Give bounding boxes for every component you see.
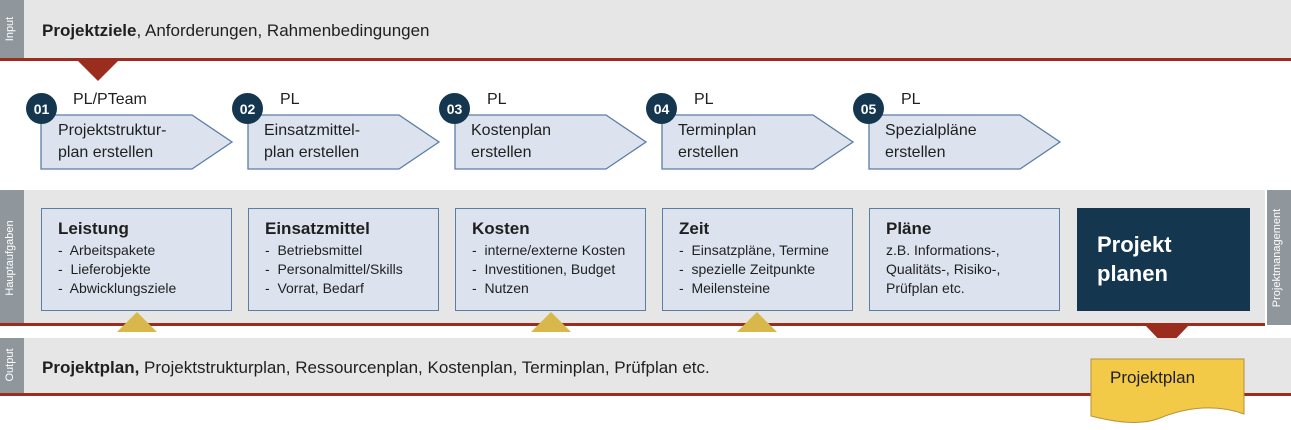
- card-title: Leistung: [58, 219, 129, 238]
- summary-line1: Projekt: [1097, 232, 1172, 257]
- card-list: interne/externe Kosten Investitionen, Bu…: [472, 241, 645, 298]
- input-text: Projektziele, Anforderungen, Rahmenbedin…: [42, 21, 430, 41]
- card-item: Personalmittel/Skills: [265, 260, 438, 279]
- step-number-badge: 05: [853, 93, 884, 124]
- input-title-rest: , Anforderungen, Rahmenbedingungen: [136, 21, 430, 40]
- card-title: Zeit: [679, 219, 710, 238]
- step-role: PL: [901, 91, 921, 108]
- card-item: Qualitäts-, Risiko-,: [886, 261, 1001, 277]
- output-title-bold: Projektplan,: [42, 358, 140, 377]
- card-item: Vorrat, Bedarf: [265, 279, 438, 298]
- input-title-bold: Projektziele: [42, 21, 137, 40]
- management-side-bar: [1267, 190, 1291, 325]
- step-label-line2: plan erstellen: [264, 144, 360, 161]
- tasks-side-bar: [0, 190, 24, 325]
- step-label-line2: erstellen: [471, 144, 532, 161]
- output-divider: [0, 393, 1291, 396]
- step-number-badge: 04: [646, 93, 677, 124]
- output-title-rest: Projektstrukturplan, Ressourcenplan, Kos…: [139, 358, 710, 377]
- document-icon: [1090, 358, 1245, 423]
- step-label-line1: Kostenplan: [471, 122, 552, 139]
- step-label-line1: Projektstruktur-: [58, 122, 167, 139]
- summary-box: Projekt planen: [1077, 208, 1250, 311]
- card-item: Arbeitspakete: [58, 241, 231, 260]
- step-label-line1: Spezialpläne: [885, 122, 977, 139]
- step-arrow: [868, 114, 1062, 170]
- step-arrow: [247, 114, 441, 170]
- input-side-label: Input: [4, 16, 16, 42]
- card-leistung: Leistung Arbeitspakete Lieferobjekte Abw…: [41, 208, 232, 311]
- step-number-badge: 01: [26, 93, 57, 124]
- step-label-line2: plan erstellen: [58, 144, 154, 161]
- card-list: Arbeitspakete Lieferobjekte Abwicklungsz…: [58, 241, 231, 298]
- output-band: [0, 338, 1291, 393]
- card-item: Lieferobjekte: [58, 260, 231, 279]
- summary-pointer-triangle: [1145, 325, 1189, 348]
- tasks-side-label: Hauptaufgaben: [4, 220, 16, 296]
- step-arrow: [661, 114, 855, 170]
- card-list: Einsatzpläne, Termine spezielle Zeitpunk…: [679, 241, 852, 298]
- card-item: Prüfplan etc.: [886, 280, 965, 296]
- card-item: z.B. Informations-,: [886, 242, 1000, 258]
- output-text: Projektplan, Projektstrukturplan, Ressou…: [42, 358, 710, 378]
- step-role: PL: [280, 91, 300, 108]
- step-label-line1: Einsatzmittel-: [264, 122, 361, 139]
- output-side-label: Output: [4, 348, 16, 382]
- card-zeit: Zeit Einsatzpläne, Termine spezielle Zei…: [662, 208, 853, 311]
- card-title: Pläne: [886, 219, 932, 238]
- card-list: Betriebsmittel Personalmittel/Skills Vor…: [265, 241, 438, 298]
- step-arrow: [454, 114, 648, 170]
- marker-triangle-zeit: [737, 312, 777, 332]
- card-item: Meilensteine: [679, 279, 852, 298]
- step-label-line1: Terminplan: [678, 122, 757, 139]
- input-band: [0, 0, 1291, 58]
- step-role: PL: [694, 91, 714, 108]
- summary-line2: planen: [1097, 261, 1168, 286]
- marker-triangle-kosten: [531, 312, 571, 332]
- card-item: Betriebsmittel: [265, 241, 438, 260]
- card-item: Nutzen: [472, 279, 645, 298]
- input-side-bar: [0, 0, 24, 58]
- card-item: Einsatzpläne, Termine: [679, 241, 852, 260]
- step-number-badge: 03: [439, 93, 470, 124]
- card-title: Kosten: [472, 219, 530, 238]
- input-pointer-triangle: [77, 60, 119, 81]
- document-label: Projektplan: [1110, 368, 1196, 387]
- step-label-line2: erstellen: [885, 144, 946, 161]
- card-item: Abwicklungsziele: [58, 279, 231, 298]
- input-divider: [0, 58, 1291, 61]
- step-arrow: [40, 114, 234, 170]
- step-number-badge: 02: [232, 93, 263, 124]
- card-plaene: Pläne z.B. Informations-, Qualitäts-, Ri…: [869, 208, 1060, 311]
- card-title: Einsatzmittel: [265, 219, 370, 238]
- card-item: spezielle Zeitpunkte: [679, 260, 852, 279]
- step-label-line2: erstellen: [678, 144, 739, 161]
- step-role: PL/PTeam: [73, 91, 147, 108]
- card-item: interne/externe Kosten: [472, 241, 645, 260]
- step-role: PL: [487, 91, 507, 108]
- card-einsatzmittel: Einsatzmittel Betriebsmittel Personalmit…: [248, 208, 439, 311]
- management-side-label: Projektmanagement: [1271, 208, 1283, 308]
- output-side-bar: [0, 338, 24, 393]
- card-kosten: Kosten interne/externe Kosten Investitio…: [455, 208, 646, 311]
- tasks-divider: [0, 323, 1265, 326]
- marker-triangle-leistung: [117, 312, 157, 332]
- card-item: Investitionen, Budget: [472, 260, 645, 279]
